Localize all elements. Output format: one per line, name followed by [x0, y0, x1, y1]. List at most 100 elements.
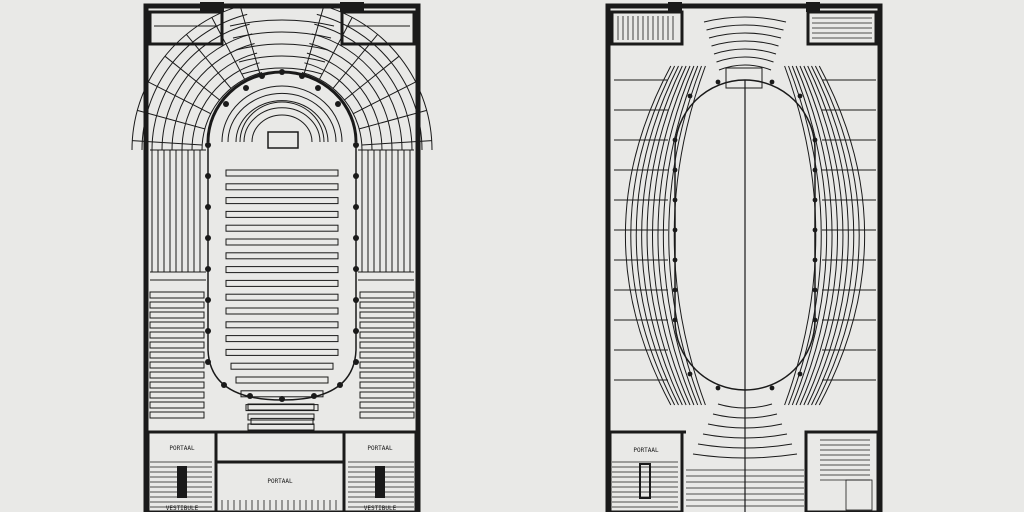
center-seat-row [225, 335, 339, 343]
column [243, 85, 249, 91]
center-seat-row [225, 210, 339, 218]
column [337, 382, 343, 388]
fan-row [304, 62, 373, 151]
right-stage-box [725, 67, 763, 89]
column [335, 101, 341, 107]
fan-divider [164, 55, 220, 101]
right-bottom-steps [612, 439, 873, 511]
column [715, 385, 721, 391]
column [687, 93, 693, 99]
center-seat-row [225, 169, 339, 177]
side-seat-row [149, 311, 205, 319]
center-seat-row [230, 362, 334, 370]
side-seat-row [149, 401, 205, 409]
right-top-pilaster [668, 2, 682, 12]
curved-seat-row [652, 65, 691, 406]
column [279, 69, 285, 75]
column [205, 142, 211, 148]
column [672, 137, 678, 143]
column [279, 396, 285, 402]
curved-seat-row [657, 65, 695, 406]
curved-seat-row [635, 65, 679, 406]
fan-row [161, 33, 253, 151]
right-top-stairs [617, 16, 872, 40]
curved-seat-row [662, 65, 699, 406]
column [353, 359, 359, 365]
column [812, 287, 818, 293]
tier-row [238, 55, 326, 63]
curved-seat-row [791, 65, 828, 406]
apse-row [235, 100, 329, 143]
center-seat-row [235, 376, 329, 384]
fan-row [301, 72, 363, 151]
side-seat-row [149, 371, 205, 379]
column [812, 197, 818, 203]
fan-divider [361, 140, 432, 146]
fan-row [141, 13, 248, 151]
column [672, 227, 678, 233]
column [769, 79, 775, 85]
curved-seat-row [803, 65, 844, 406]
left-floor-plan: PORTAAL PORTAAL PORTAAL VESTIBULE VESTIB… [131, 2, 433, 512]
tier-row [711, 40, 779, 47]
center-seat-row [225, 348, 339, 356]
side-seat-row [359, 371, 415, 379]
fan-divider [359, 109, 427, 130]
side-seat-row [359, 361, 415, 369]
center-seat-row [225, 224, 339, 232]
column [812, 257, 818, 263]
curved-seat-row [646, 65, 687, 406]
apse-row [251, 114, 313, 143]
column [205, 235, 211, 241]
column [353, 235, 359, 241]
fan-divider [148, 81, 211, 115]
center-seat-row [225, 238, 339, 246]
right-top-left-room [610, 10, 684, 46]
left-fan-seating [131, 4, 433, 151]
fan-row [201, 72, 263, 151]
side-seat-row [149, 321, 205, 329]
left-center-seat-rows [225, 169, 339, 431]
left-top-pilaster [340, 2, 364, 12]
column [797, 93, 803, 99]
left-portaal-center-label: PORTAAL [267, 478, 293, 485]
column [812, 137, 818, 143]
column [715, 79, 721, 85]
left-top-tiers [229, 19, 335, 75]
right-bottom-right-room [804, 430, 880, 512]
side-seat-row [359, 321, 415, 329]
curved-seat-row [807, 65, 849, 406]
left-side-seat-blocks [149, 149, 415, 419]
column [672, 257, 678, 263]
center-seat-row [225, 293, 339, 301]
left-apse-inner [221, 85, 343, 143]
column [687, 371, 693, 377]
side-seat-row [149, 391, 205, 399]
tier-row [706, 24, 784, 31]
fan-row [314, 23, 413, 151]
tier-row [713, 48, 777, 55]
curved-seat-row [630, 65, 676, 406]
side-seat-row [149, 331, 205, 339]
column [672, 287, 678, 293]
column [812, 317, 818, 323]
column [812, 167, 818, 173]
stair-well [845, 479, 873, 511]
side-seat-row [359, 291, 415, 299]
column [299, 73, 305, 79]
center-seat-row [225, 307, 339, 315]
column [205, 266, 211, 272]
curved-seat-row [811, 65, 855, 406]
fan-row [311, 33, 403, 151]
center-seat-row [247, 423, 315, 431]
fan-row [306, 52, 383, 151]
tier-row [718, 64, 772, 71]
center-seat-row [225, 266, 339, 274]
column [353, 328, 359, 334]
right-pillar [639, 463, 651, 499]
curved-seat-row [799, 65, 838, 406]
curved-seat-row [795, 65, 833, 406]
side-seat-row [359, 381, 415, 389]
curved-seat-row [814, 65, 860, 406]
right-portaal-left-room [608, 430, 684, 512]
